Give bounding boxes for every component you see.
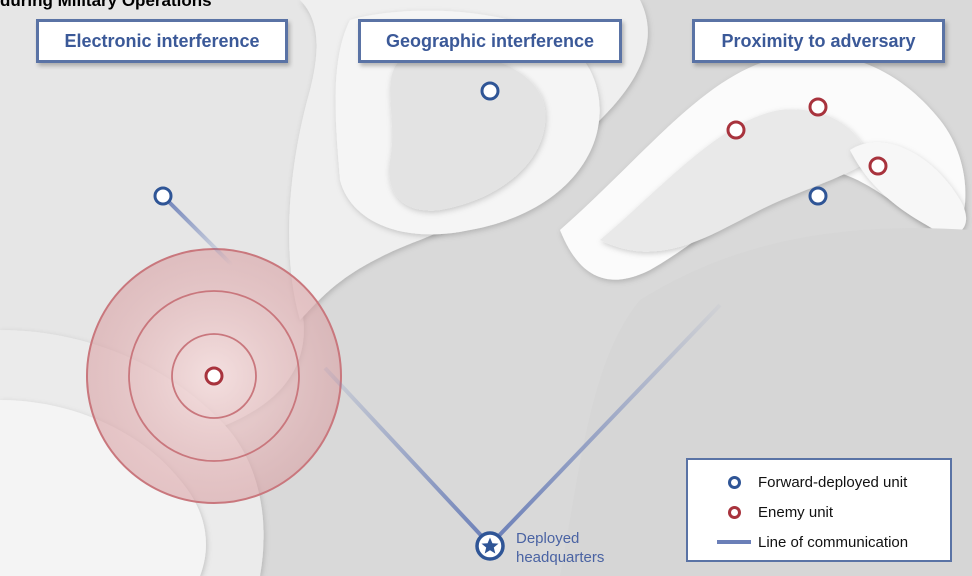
enemy-unit-1: [726, 120, 746, 140]
star-icon: [481, 537, 499, 554]
label-electronic-interference: Electronic interference: [36, 19, 288, 63]
legend-label-line: Line of communication: [758, 533, 909, 551]
loc-hq-diagonal: [488, 303, 722, 547]
headquarters-marker: [475, 531, 505, 561]
legend: Forward-deployed unit Enemy unit Line of…: [686, 458, 952, 562]
terrain-layer-4: [389, 52, 546, 211]
loc-hq-to-jammed-segment: [323, 366, 492, 547]
label-proximity-to-adversary: Proximity to adversary: [692, 19, 945, 63]
forward-unit-right: [808, 186, 828, 206]
forward-unit-top: [480, 81, 500, 101]
hq-label: Deployed headquarters: [516, 529, 604, 567]
hq-label-line2: headquarters: [516, 549, 605, 566]
enemy-units: [204, 97, 888, 386]
loc-upper-left-segment: [161, 194, 234, 267]
legend-row-line: Line of communication: [688, 530, 950, 554]
line-icon: [717, 540, 751, 544]
legend-label-forward: Forward-deployed unit: [758, 473, 908, 491]
legend-row-forward: Forward-deployed unit: [688, 470, 950, 494]
communication-lines: [161, 91, 722, 547]
legend-label-enemy: Enemy unit: [758, 503, 834, 521]
hq-label-line1: Deployed: [516, 530, 580, 547]
forward-unit-left: [153, 186, 173, 206]
enemy-unit-icon: [727, 505, 741, 519]
label-geographic-interference: Geographic interference: [358, 19, 622, 63]
terrain-lower-left-2: [0, 400, 206, 576]
figure-title: during Military Operations: [0, 0, 212, 10]
enemy-unit-2: [808, 97, 828, 117]
forward-units: [153, 81, 828, 206]
enemy-unit-jammer: [204, 366, 224, 386]
forward-unit-icon: [727, 475, 741, 489]
legend-row-enemy: Enemy unit: [688, 500, 950, 524]
terrain-ridge-inner: [600, 109, 870, 252]
enemy-unit-3: [868, 156, 888, 176]
